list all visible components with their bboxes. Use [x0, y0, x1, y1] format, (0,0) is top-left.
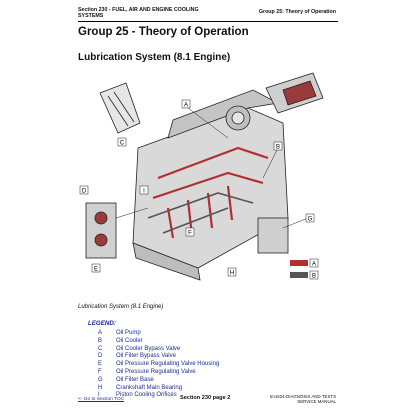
- callout-e: E: [91, 263, 101, 273]
- legend-label: Oil Pump: [116, 330, 141, 336]
- legend-item: I Piston Cooling Orifices: [88, 392, 219, 400]
- legend-label: Oil Pressure Regulating Valve: [116, 368, 196, 375]
- callout-d: D: [79, 185, 89, 195]
- engine-lubrication-illustration: A B C D E F G H I A B: [79, 72, 324, 281]
- header-group-label: Group 25: Theory of Operation: [258, 9, 336, 15]
- callout-a-label: A: [184, 103, 188, 109]
- page-title: Group 25 - Theory of Operation: [78, 26, 249, 38]
- figure-caption: Lubrication System (8.1 Engine): [78, 304, 164, 310]
- legend-item: C Oil Cooler Bypass Valve: [88, 346, 219, 354]
- color-key: A B: [290, 258, 319, 280]
- header-divider: [78, 21, 338, 22]
- callout-c: C: [117, 137, 127, 147]
- go-to-section-toc-link[interactable]: <- Go to Section TOC: [78, 397, 125, 402]
- legend-item: E Oil Pressure Regulating Valve Housing: [88, 361, 219, 369]
- callout-e-label: E: [94, 267, 98, 273]
- callout-h-label: H: [230, 271, 234, 277]
- oil-cooler-block: [265, 72, 324, 114]
- callout-i-label: I: [143, 189, 145, 195]
- legend-label: Oil Filter Bypass Valve: [116, 353, 176, 360]
- footer-page-label: Section 230 page 2: [180, 395, 231, 401]
- legend-key: G: [98, 376, 103, 383]
- header-section-label: Section 230 - FUEL, AIR AND ENGINE COOLI…: [78, 7, 199, 19]
- legend-item: B Oil Cooler: [88, 338, 219, 346]
- key-swatch-pressure: [290, 260, 308, 266]
- legend-label: Oil Filter Base: [116, 376, 154, 383]
- legend-label: Oil Cooler Bypass Valve: [116, 345, 181, 352]
- callout-g: G: [305, 213, 315, 223]
- key-label-b: B: [312, 274, 316, 280]
- callout-c-label: C: [120, 141, 125, 147]
- legend-key: E: [98, 361, 103, 368]
- legend-key: I: [98, 392, 100, 399]
- legend-item: F Oil Pressure Regulating Valve: [88, 369, 219, 377]
- legend-label: Crankshaft Main Bearing: [116, 384, 183, 391]
- legend-title: LEGEND:: [88, 320, 116, 327]
- callout-a: A: [181, 99, 191, 109]
- legend-key: A: [98, 330, 103, 336]
- callout-b-label: B: [276, 145, 280, 151]
- callout-d-label: D: [82, 189, 87, 195]
- engine-block: [132, 89, 289, 281]
- oil-pump-detail: [85, 202, 117, 259]
- callout-h: H: [227, 267, 237, 277]
- page-subtitle: Lubrication System (8.1 Engine): [78, 52, 231, 63]
- callout-i: I: [139, 185, 149, 195]
- legend-item: A Oil Pump: [88, 330, 219, 338]
- valve-cutaway: [99, 82, 141, 134]
- footer-manual-line2: SERVICE MANUAL: [297, 399, 336, 404]
- legend-key: F: [98, 368, 102, 375]
- legend-item: D Oil Filter Bypass Valve: [88, 353, 219, 361]
- legend-item: H Crankshaft Main Bearing: [88, 385, 219, 393]
- legend-label: Piston Cooling Orifices: [116, 392, 177, 399]
- legend-item: G Oil Filter Base: [88, 377, 219, 385]
- footer-manual-label: tm1624-DIAGNOSIS AND TESTS SERVICE MANUA…: [270, 394, 336, 404]
- callout-f-label: F: [188, 231, 192, 237]
- key-swatch-return: [290, 272, 308, 278]
- key-label-a: A: [312, 262, 316, 268]
- callout-b: B: [273, 141, 283, 151]
- legend-key: D: [98, 353, 103, 360]
- legend-list: A Oil Pump B Oil Cooler C Oil Cooler Bypass…: [88, 330, 219, 400]
- callout-f: F: [185, 227, 195, 237]
- legend-key: B: [98, 337, 103, 344]
- footer-manual-line1: tm1624-DIAGNOSIS AND TESTS: [269, 394, 336, 399]
- callout-g-label: G: [308, 217, 313, 223]
- legend-key: C: [98, 345, 103, 352]
- legend-label: Oil Pressure Regulating Valve Housing: [116, 361, 220, 368]
- legend-key: H: [98, 384, 103, 391]
- legend-label: Oil Cooler: [116, 337, 143, 344]
